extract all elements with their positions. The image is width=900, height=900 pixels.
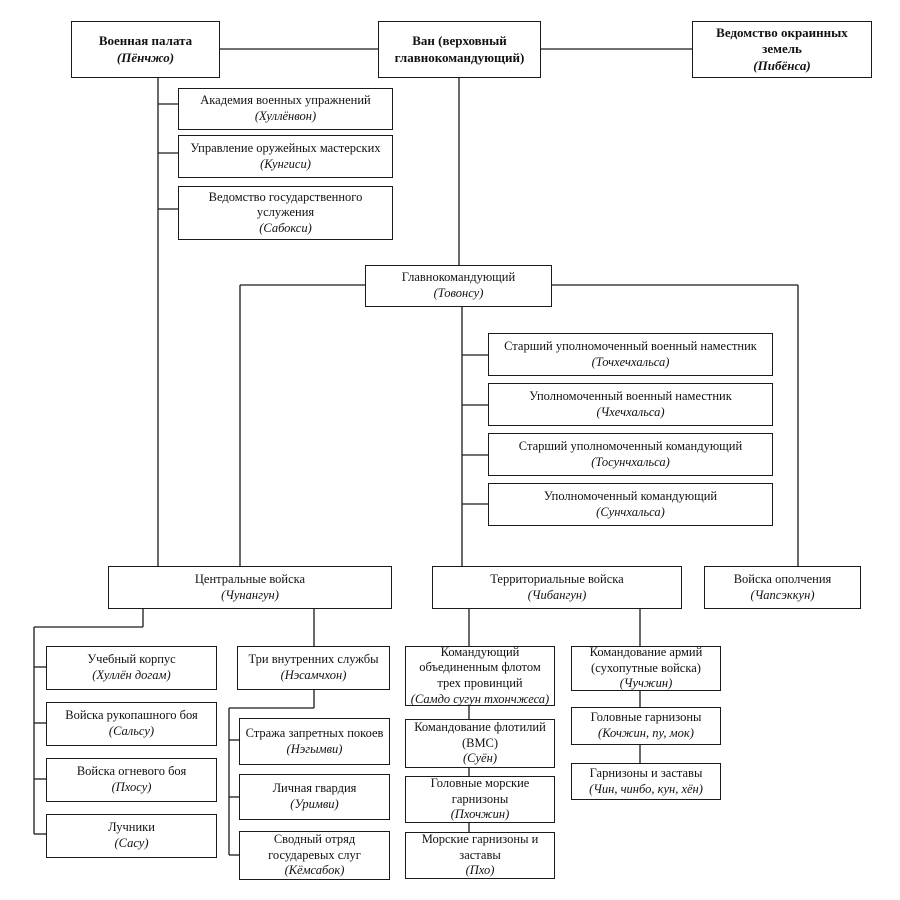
melee-troops-title: Войска рукопашного боя: [65, 708, 198, 723]
military-chamber-box: Военная палата (Пёнчжо): [71, 21, 220, 78]
governor-title: Уполномоченный военный наместник: [529, 388, 732, 403]
personal-guard-title: Личная гвардия: [272, 781, 357, 796]
militia-title: Войска ополчения: [733, 571, 832, 586]
territorial-troops-subtitle: (Чибангун): [527, 587, 587, 602]
main-naval-garrisons-subtitle: (Пхочжин): [450, 807, 510, 822]
forbidden-chambers-guard-title: Стража запретных покоев: [245, 725, 384, 740]
arsenal-subtitle: (Кунгиси): [260, 156, 311, 171]
royal-servants-subtitle: (Кёмсабок): [284, 863, 345, 878]
naval-garrisons-outposts-box: Морские гарнизоны и заставы (Пхо): [405, 832, 555, 879]
training-corps-subtitle: (Хуллён догам): [92, 668, 171, 682]
archers-subtitle: (Сасу): [114, 836, 149, 850]
senior-governor-subtitle: (Точхечхальса): [591, 354, 670, 369]
wang-title: Ван (верховный главнокомандующий): [394, 33, 525, 65]
state-service-box: Ведомство государственного услужения (Са…: [178, 186, 393, 240]
army-command-box: Командование армий (сухопутные войска) (…: [571, 645, 721, 691]
melee-troops-box: Войска рукопашного боя (Сальсу): [46, 702, 217, 746]
militia-box: Войска ополчения (Чапсэккун): [704, 566, 861, 609]
archers-box: Лучники (Сасу): [46, 814, 217, 858]
three-inner-services-subtitle: (Нэсамчхон): [280, 668, 347, 682]
border-lands-title: Ведомство окраинных земель: [716, 25, 848, 57]
three-inner-services-title: Три внутренних службы: [248, 652, 379, 667]
academy-box: Академия военных упражнений (Хуллёнвон): [178, 88, 393, 130]
three-inner-services-box: Три внутренних службы (Нэсамчхон): [237, 646, 390, 690]
fire-troops-subtitle: (Пхосу): [111, 780, 152, 794]
main-garrisons-box: Головные гарнизоны (Кочжин, пу, мок): [571, 707, 721, 745]
border-lands-box: Ведомство окраинных земель (Пибёнса): [692, 21, 872, 78]
army-command-title: Командование армий (сухопутные войска): [589, 645, 703, 675]
wang-box: Ван (верховный главнокомандующий): [378, 21, 541, 78]
garrisons-outposts-title: Гарнизоны и заставы: [589, 765, 703, 780]
fire-troops-box: Войска огневого боя (Пхосу): [46, 758, 217, 802]
main-garrisons-title: Головные гарнизоны: [590, 710, 702, 725]
central-troops-box: Центральные войска (Чунангун): [108, 566, 392, 609]
border-lands-subtitle: (Пибёнса): [753, 57, 811, 73]
central-troops-title: Центральные войска: [194, 571, 306, 586]
state-service-subtitle: (Сабокси): [259, 220, 312, 235]
academy-title: Академия военных упражнений: [200, 93, 371, 108]
senior-commander-subtitle: (Тосунчхальса): [591, 454, 670, 469]
senior-commander-title: Старший уполномоченный командующий: [518, 438, 743, 453]
commander-in-chief-subtitle: (Товонсу): [433, 286, 484, 300]
training-corps-title: Учебный корпус: [87, 652, 176, 667]
arsenal-box: Управление оружейных мастерских (Кунгиси…: [178, 135, 393, 178]
garrisons-outposts-box: Гарнизоны и заставы (Чин, чинбо, кун, хё…: [571, 763, 721, 800]
territorial-troops-box: Территориальные войска (Чибангун): [432, 566, 682, 609]
royal-servants-box: Сводный отряд государевых слуг (Кёмсабок…: [239, 831, 390, 880]
naval-garrisons-outposts-subtitle: (Пхо): [465, 863, 495, 878]
arsenal-title: Управление оружейных мастерских: [190, 140, 381, 155]
forbidden-chambers-guard-box: Стража запретных покоев (Нэгымви): [239, 718, 390, 765]
army-command-subtitle: (Чучжин): [619, 676, 673, 691]
personal-guard-subtitle: (Уримви): [290, 797, 339, 811]
senior-commander-box: Старший уполномоченный командующий (Тосу…: [488, 433, 773, 476]
main-naval-garrisons-title: Головные морские гарнизоны: [430, 776, 530, 806]
royal-servants-title: Сводный отряд государевых слуг: [268, 832, 361, 862]
senior-governor-box: Старший уполномоченный военный наместник…: [488, 333, 773, 376]
military-chamber-subtitle: (Пёнчжо): [116, 49, 175, 65]
governor-box: Уполномоченный военный наместник (Чхечха…: [488, 383, 773, 426]
commander-title: Уполномоченный командующий: [543, 488, 718, 503]
forbidden-chambers-guard-subtitle: (Нэгымви): [286, 741, 343, 756]
commander-in-chief-title: Главнокомандующий: [401, 270, 516, 285]
training-corps-box: Учебный корпус (Хуллён догам): [46, 646, 217, 690]
archers-title: Лучники: [108, 820, 155, 835]
fire-troops-title: Войска огневого боя: [76, 764, 187, 779]
main-naval-garrisons-box: Головные морские гарнизоны (Пхочжин): [405, 776, 555, 823]
commander-subtitle: (Сунчхальса): [596, 504, 665, 519]
governor-subtitle: (Чхечхальса): [596, 404, 665, 419]
senior-governor-title: Старший уполномоченный военный наместник: [504, 338, 757, 353]
commander-in-chief-box: Главнокомандующий (Товонсу): [365, 265, 552, 307]
naval-garrisons-outposts-title: Морские гарнизоны и заставы: [421, 832, 539, 862]
academy-subtitle: (Хуллёнвон): [254, 109, 317, 123]
flotilla-command-title: Командование флотилий (ВМС): [414, 720, 546, 750]
central-troops-subtitle: (Чунангун): [221, 587, 279, 602]
garrisons-outposts-subtitle: (Чин, чинбо, кун, хён): [589, 781, 703, 796]
main-garrisons-subtitle: (Кочжин, пу, мок): [598, 726, 694, 740]
commander-box: Уполномоченный командующий (Сунчхальса): [488, 483, 773, 526]
state-service-title: Ведомство государственного услужения: [208, 189, 363, 220]
personal-guard-box: Личная гвардия (Уримви): [239, 774, 390, 820]
melee-troops-subtitle: (Сальсу): [108, 724, 155, 738]
three-province-fleet-box: Командующий объединенным флотом трех про…: [405, 644, 555, 706]
three-province-fleet-title: Командующий объединенным флотом трех про…: [419, 644, 541, 690]
militia-subtitle: (Чапсэккун): [750, 587, 815, 602]
military-chamber-title: Военная палата: [98, 33, 193, 49]
flotilla-command-box: Командование флотилий (ВМС) (Суён): [405, 719, 555, 768]
three-province-fleet-subtitle: (Самдо сугун тхончжеса): [410, 691, 550, 706]
flotilla-command-subtitle: (Суён): [463, 751, 497, 766]
territorial-troops-title: Территориальные войска: [490, 571, 624, 586]
